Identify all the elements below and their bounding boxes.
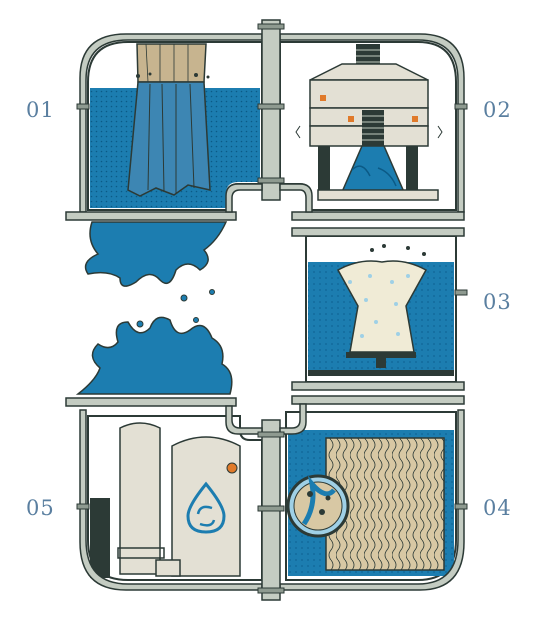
water-drop-recycle-icon <box>186 481 226 534</box>
water-splash-upper <box>84 221 228 302</box>
step-number-01: 01 <box>26 98 55 122</box>
panel-02-vibrating-sieve <box>279 41 457 211</box>
pipe-frame <box>65 19 465 601</box>
step-number-03: 03 <box>483 290 512 314</box>
step-number-02: 02 <box>483 98 512 122</box>
fiber-filter-icon <box>286 437 445 571</box>
water-splash-lower <box>75 316 233 395</box>
vibrating-sieve-icon <box>309 44 439 201</box>
step-number-05: 05 <box>26 496 55 520</box>
panel-05-storage <box>87 415 263 581</box>
sedimentation-tank-icon <box>336 260 428 368</box>
panel-03-sedimentation <box>305 235 457 383</box>
pipe-flange-icon <box>76 23 468 594</box>
panel-04-fiber-filter <box>285 411 457 581</box>
step-number-04: 04 <box>483 496 512 520</box>
filter-cloth-icon <box>127 43 211 197</box>
panel-01-cloth-filter <box>87 41 263 211</box>
